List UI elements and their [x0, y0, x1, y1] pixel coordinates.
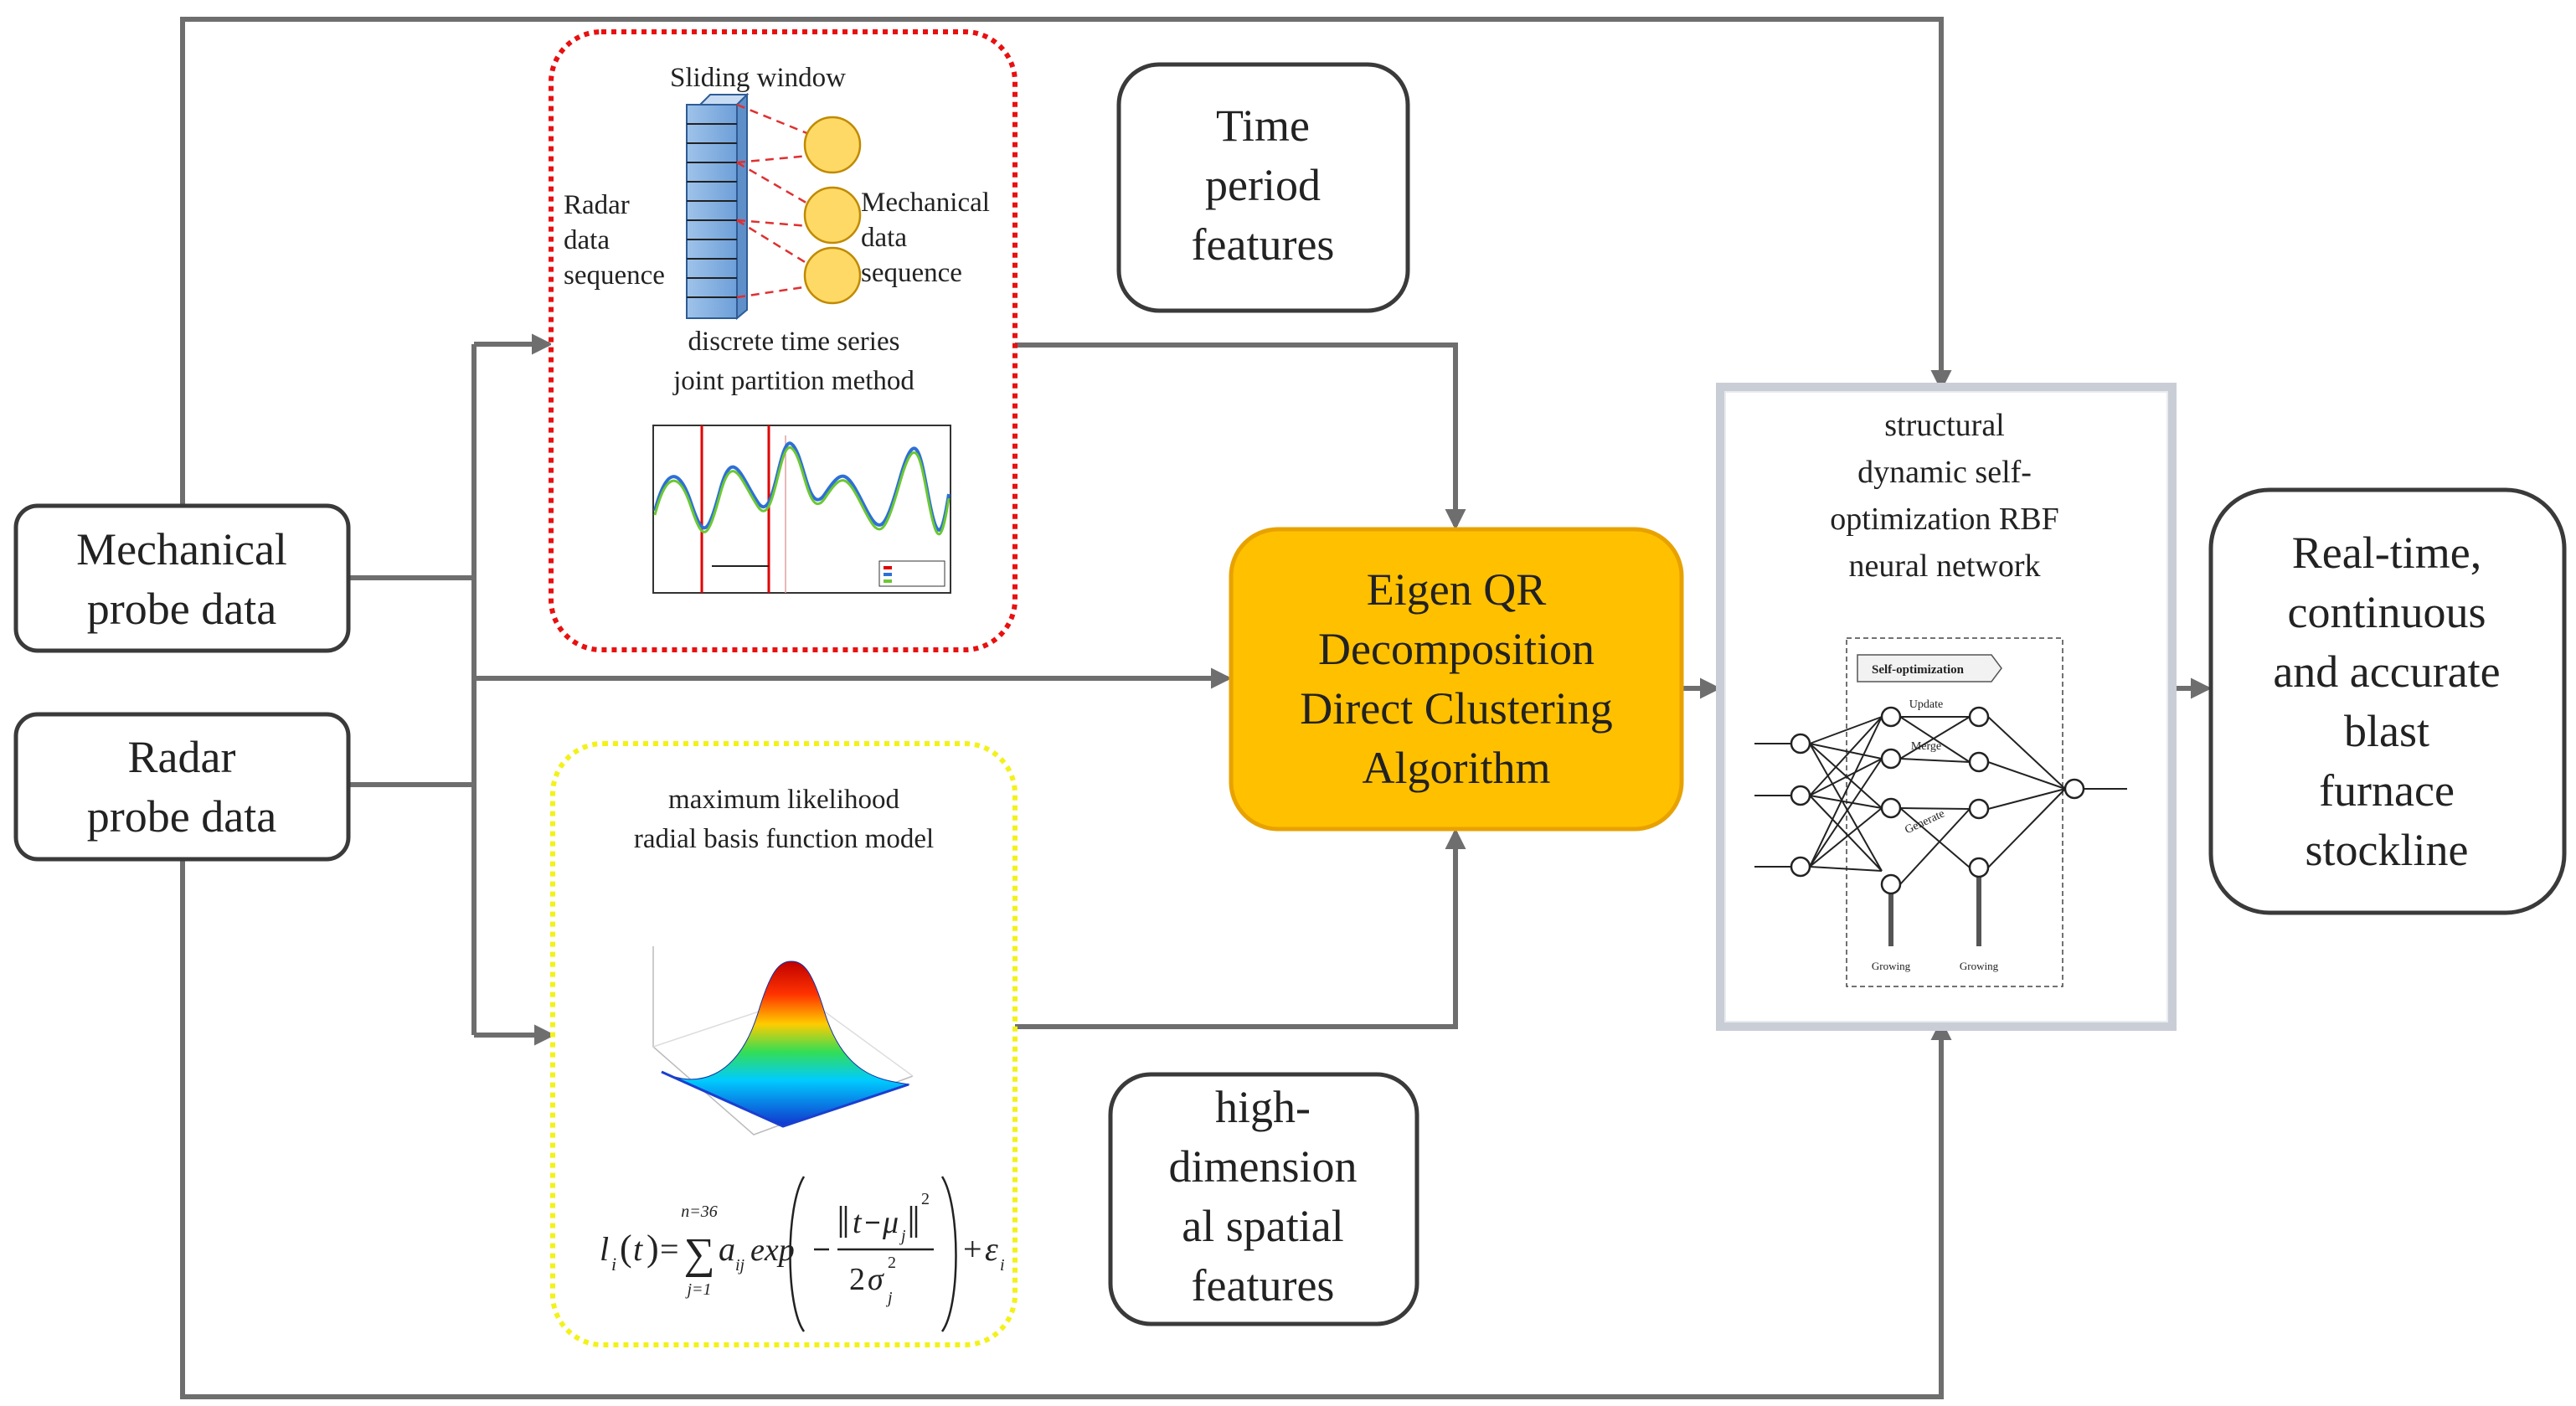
output-box: Real-time, continuous and accurate blast… [2208, 487, 2567, 915]
mechanical-seq-line1: Mechanical [861, 188, 990, 218]
growing-label-2: Growing [1960, 960, 1999, 972]
spatial-features-line3: al spatial [1182, 1201, 1343, 1251]
output-line3: and accurate [2273, 646, 2500, 697]
formula-coef-sub: ij [735, 1256, 745, 1275]
mechanical-sample-circle-3 [803, 246, 862, 305]
algorithm-line1: Eigen QR [1367, 564, 1546, 615]
mechanical-sample-circle-1 [803, 116, 862, 174]
formula-coef: a [719, 1230, 735, 1268]
mechanical-sample-circle-2 [803, 186, 862, 245]
network-title-line2: dynamic self- [1857, 455, 2032, 490]
top-feedback-line [180, 17, 1952, 578]
op-update: Update [1909, 698, 1943, 711]
formula-paren-close: ) [647, 1228, 659, 1269]
mechanical-probe-line2: probe data [87, 584, 276, 634]
spatial-features-box: high- dimension al spatial features [1108, 1072, 1419, 1326]
formula-eps: ε [985, 1230, 998, 1268]
output-line4: blast [2344, 706, 2429, 756]
output-line2: continuous [2288, 587, 2486, 637]
formula-mu: μ [882, 1205, 899, 1240]
formula-eps-sub: i [1000, 1256, 1005, 1275]
formula-big-paren-right [940, 1176, 957, 1332]
self-optimization-label: Self-optimization [1872, 663, 1965, 677]
radar-probe-line2: probe data [87, 791, 276, 842]
radar-seq-line3: sequence [564, 260, 665, 291]
rbf-network-schematic: Self-optimization [1754, 637, 2127, 987]
output-line6: stockline [2306, 825, 2469, 875]
mechanical-seq-line3: sequence [861, 258, 962, 288]
formula-big-paren-left [789, 1176, 806, 1332]
formula-exp: exp [750, 1233, 795, 1268]
time-series-thumbnail [652, 425, 951, 594]
formula-sum-upper: n=36 [681, 1203, 718, 1221]
growing-label-1: Growing [1872, 960, 1911, 972]
network-title-line3: optimization RBF [1830, 502, 2058, 537]
formula-equals: = [660, 1230, 679, 1268]
time-features-line1: Time [1216, 100, 1310, 151]
time-features-arrow [1015, 342, 1466, 531]
formula-power: 2 [921, 1190, 930, 1208]
gaussian-surface-plot [652, 946, 914, 1136]
bottom-feedback-line [180, 861, 1952, 1399]
radar-seq-line1: Radar [564, 190, 630, 220]
mechanical-probe-box: Mechanical probe data [13, 503, 351, 653]
time-features-box: Time period features [1116, 62, 1410, 313]
spatial-features-line2: dimension [1169, 1141, 1358, 1192]
mechanical-seq-line2: data [861, 223, 907, 253]
output-line5: furnace [2319, 765, 2455, 816]
spatial-features-line4: features [1192, 1260, 1335, 1311]
formula-sigma-sub: j [885, 1289, 893, 1307]
algorithm-box: Eigen QR Decomposition Direct Clustering… [1229, 527, 1684, 832]
output-line1: Real-time, [2292, 528, 2481, 578]
formula-var: t [633, 1230, 643, 1268]
time-features-line3: features [1192, 219, 1335, 270]
network-title-line1: structural [1884, 408, 2005, 443]
radar-seq-line2: data [564, 225, 610, 255]
network-title-line4: neural network [1849, 548, 2041, 584]
radar-probe-line1: Radar [128, 732, 236, 782]
radar-probe-box: Radar probe data [13, 712, 351, 862]
formula-mu-sub: j [899, 1227, 906, 1245]
formula-paren-open: ( [620, 1228, 632, 1269]
rbf-title-line1: maximum likelihood [668, 785, 899, 815]
formula-sigma: σ [868, 1262, 884, 1297]
spatial-features-arrow [1015, 827, 1466, 1029]
algorithm-line3: Direct Clustering [1300, 683, 1612, 734]
connectors [180, 17, 2213, 1399]
formula-den-coef: 2 [849, 1262, 865, 1297]
algorithm-line2: Decomposition [1318, 624, 1595, 674]
radar-window-column [686, 92, 750, 321]
time-features-line2: period [1205, 160, 1321, 210]
spatial-features-line1: high- [1215, 1082, 1311, 1132]
formula-lhs: l [600, 1230, 609, 1268]
formula-sigma-power: 2 [888, 1254, 896, 1272]
mechanical-probe-line1: Mechanical [76, 524, 287, 574]
sliding-window-title: Sliding window [670, 63, 846, 93]
rbf-title-line2: radial basis function model [634, 824, 934, 854]
rbf-model-box: maximum likelihood radial basis function… [550, 741, 1018, 1347]
formula-plus: + [963, 1230, 982, 1268]
method-line1: discrete time series [688, 327, 900, 357]
rbf-formula: l i ( t ) = n=36 ∑ j=1 a ij exp t μ j 2 … [600, 1176, 1005, 1332]
formula-num-var: t [853, 1205, 863, 1240]
algorithm-line4: Algorithm [1363, 743, 1551, 793]
op-merge: Merge [1911, 740, 1941, 753]
network-box: structural dynamic self- optimization RB… [1716, 383, 2177, 1031]
formula-sigma-sum: ∑ [683, 1230, 714, 1278]
formula-sum-lower: j=1 [684, 1280, 711, 1299]
window-mapping-lines [736, 103, 810, 299]
sliding-window-box: Sliding window [549, 29, 1018, 652]
formula-lhs-sub: i [611, 1254, 616, 1275]
method-line2: joint partition method [672, 366, 914, 396]
